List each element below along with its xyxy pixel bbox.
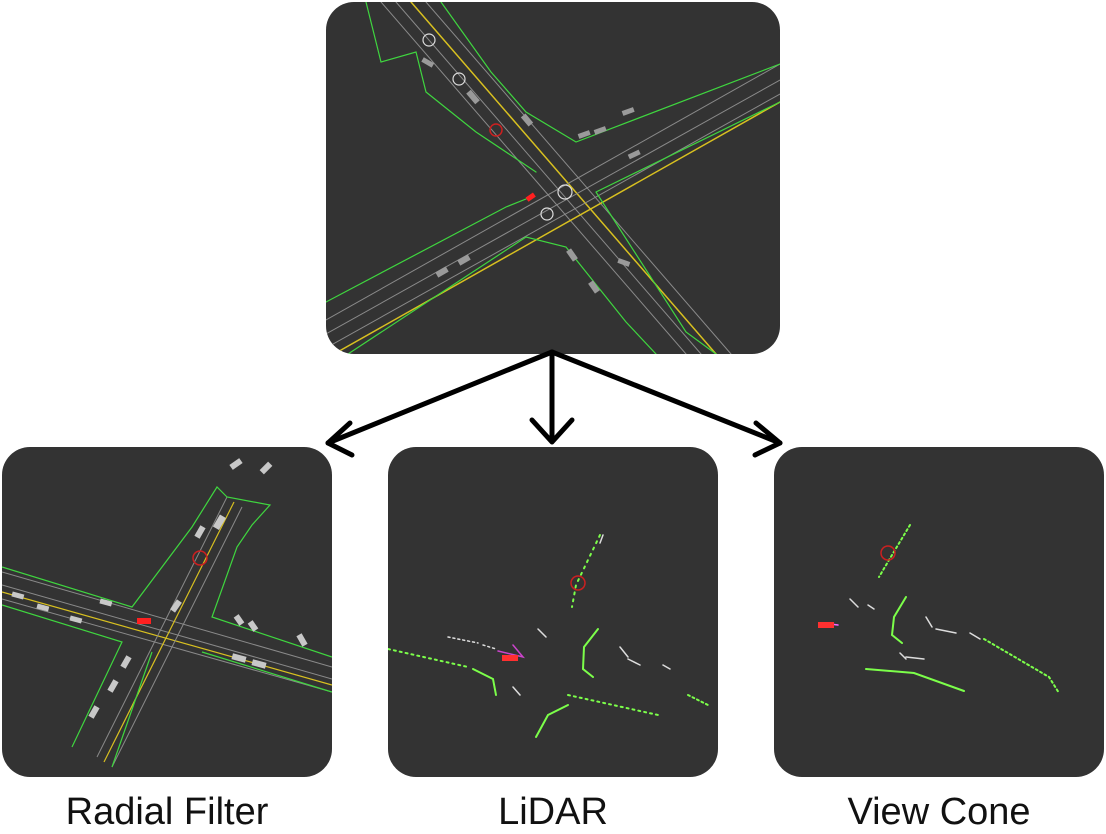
radial-filter-caption: Radial Filter [65, 791, 269, 833]
full-map-scene [326, 2, 780, 354]
vehicle [99, 598, 113, 607]
vehicle [194, 525, 206, 539]
lidar-point [878, 524, 911, 578]
vehicle [251, 659, 267, 669]
junction-marker [557, 184, 573, 200]
lidar-point [687, 694, 709, 706]
vehicle [588, 280, 600, 294]
lane-line [395, 2, 702, 354]
vehicle [466, 89, 480, 105]
radial-filter-panel [2, 447, 332, 777]
ego-vehicle-icon [818, 622, 834, 628]
lidar-point [388, 648, 469, 668]
vehicle [120, 655, 132, 669]
lane-line [2, 598, 332, 693]
goal-circle-icon [489, 123, 503, 137]
lidar-caption: LiDAR [498, 791, 608, 833]
lidar-point [581, 628, 599, 678]
lane-line [326, 63, 780, 321]
center-line [410, 2, 717, 354]
vehicle [69, 615, 83, 624]
vehicle [421, 57, 435, 68]
lane-line [96, 496, 228, 758]
lane-line [326, 93, 780, 349]
road-boundary [595, 101, 780, 354]
vehicle [212, 514, 226, 531]
road-boundary [2, 604, 332, 768]
vehicle [11, 591, 25, 600]
center-line [103, 501, 235, 763]
center-line [2, 591, 332, 686]
ego-vehicle-icon [525, 192, 536, 202]
vehicle [88, 705, 100, 719]
ego-vehicle-icon [137, 618, 151, 624]
arrowhead-cone [752, 420, 783, 458]
vehicle [247, 620, 259, 632]
road-boundary [440, 2, 780, 143]
vehicle [233, 614, 245, 626]
lane-line [2, 571, 332, 668]
junction-marker [452, 72, 466, 86]
vehicle [627, 149, 641, 160]
vehicle [296, 633, 308, 647]
vehicle [259, 461, 273, 475]
lane-line [326, 79, 780, 335]
vehicle [36, 603, 50, 612]
lidar-scene [388, 534, 709, 738]
lane-line [2, 584, 332, 680]
lidar-point [567, 694, 659, 716]
lidar-point [983, 638, 1060, 694]
radial-filter-scene [2, 458, 332, 768]
lidar-point [472, 668, 497, 696]
vehicle [457, 254, 471, 266]
arrow-to-radial [325, 349, 555, 446]
goal-circle-icon [880, 545, 896, 561]
center-line [333, 101, 780, 354]
road-boundary [347, 236, 657, 354]
goal-circle-icon [192, 550, 208, 566]
view-cone-panel [774, 447, 1104, 777]
vehicle [617, 258, 631, 267]
arrow-to-cone [549, 349, 783, 446]
vehicle [593, 126, 607, 135]
ego-vehicle-icon [502, 655, 518, 661]
full-map-panel [326, 2, 780, 354]
lidar-point [535, 704, 569, 738]
vehicle [231, 653, 247, 663]
road-boundary [2, 486, 332, 658]
view-cone-scene [818, 524, 1060, 694]
vehicle [566, 248, 578, 262]
road-boundary [326, 196, 532, 303]
vehicle [621, 107, 635, 116]
lane-line [111, 506, 243, 768]
vehicle [577, 130, 591, 139]
lidar-point [849, 598, 981, 660]
lidar-panel [388, 447, 718, 777]
lidar-point [865, 668, 965, 692]
lidar-point [890, 596, 907, 644]
road-boundary [365, 2, 537, 173]
vehicle [520, 113, 534, 127]
junction-marker [540, 207, 554, 221]
goal-circle-icon [570, 575, 586, 591]
lidar-point [571, 534, 601, 608]
arrowhead-lidar [529, 417, 575, 445]
lidar-point [447, 636, 497, 650]
junction-marker [422, 33, 436, 47]
view-cone-caption: View Cone [847, 791, 1031, 833]
vehicle [170, 599, 182, 613]
lidar-point [512, 534, 671, 696]
ego-heading [497, 644, 526, 659]
arrowhead-radial [325, 420, 355, 458]
lane-line [380, 2, 687, 354]
vehicle [107, 679, 119, 693]
vehicle [229, 458, 243, 470]
vehicle [435, 266, 449, 278]
